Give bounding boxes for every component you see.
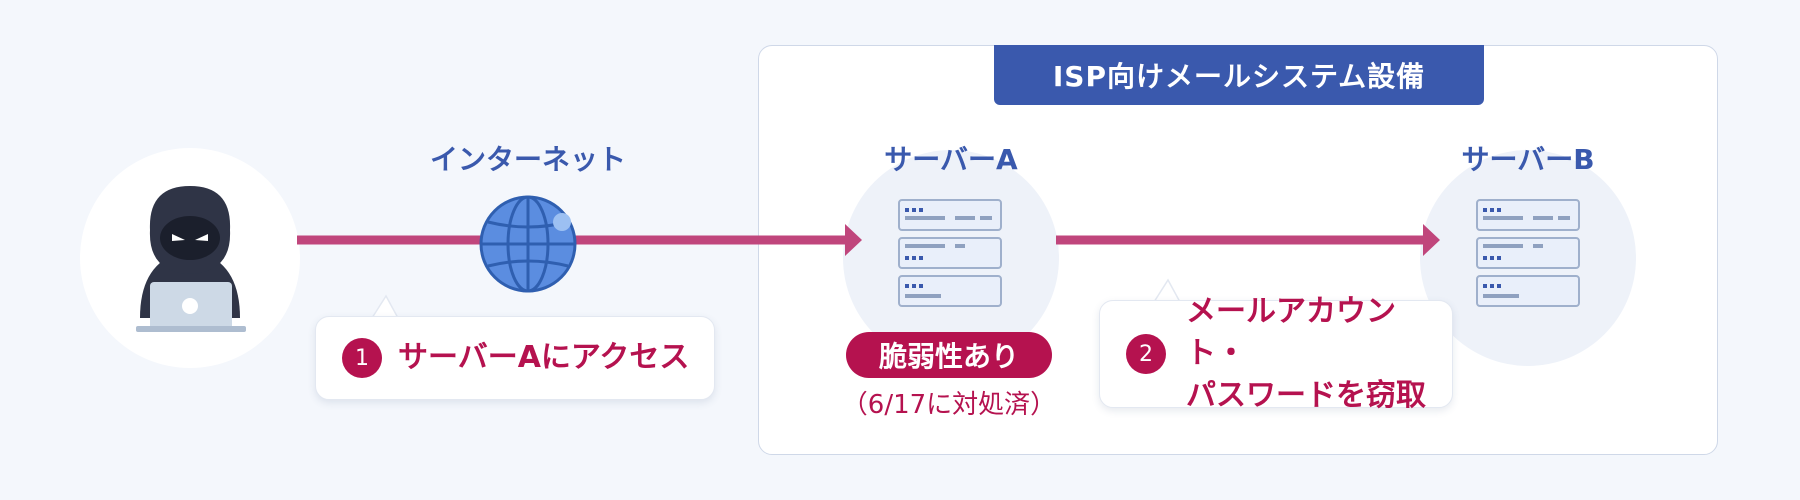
isp-group-title: ISP向けメールシステム設備 xyxy=(994,45,1484,105)
step-2-text-line-1: メールアカウント・ xyxy=(1186,294,1396,371)
server-b-label: サーバーB xyxy=(1461,143,1595,176)
step-2-text-block: メールアカウント・ パスワードを窃取 xyxy=(1186,291,1452,417)
step-1-callout: 1 サーバーAにアクセス xyxy=(315,316,715,400)
globe-icon xyxy=(479,195,577,293)
vulnerability-fixed-note: （6/17に対処済） xyxy=(841,390,1057,420)
step-1-text: サーバーAにアクセス xyxy=(398,340,690,375)
lateral-arrow-head-front xyxy=(1423,224,1440,256)
attack-arrow-head-front xyxy=(845,224,862,256)
internet-label: インターネット xyxy=(429,143,626,176)
vulnerability-badge: 脆弱性あり xyxy=(846,332,1052,378)
step-1-number: 1 xyxy=(342,338,382,378)
step-2-callout: 2 メールアカウント・ パスワードを窃取 xyxy=(1099,294,1453,413)
server-rack-icon xyxy=(1476,199,1580,307)
hacker-icon xyxy=(136,186,246,332)
server-rack-icon xyxy=(898,199,1002,307)
step-2-text-line-2: パスワードを窃取 xyxy=(1186,378,1426,413)
callout-2-pointer xyxy=(1152,278,1182,303)
step-2-number: 2 xyxy=(1126,334,1166,374)
server-a-label: サーバーA xyxy=(884,143,1018,176)
callout-1-pointer xyxy=(370,294,400,319)
